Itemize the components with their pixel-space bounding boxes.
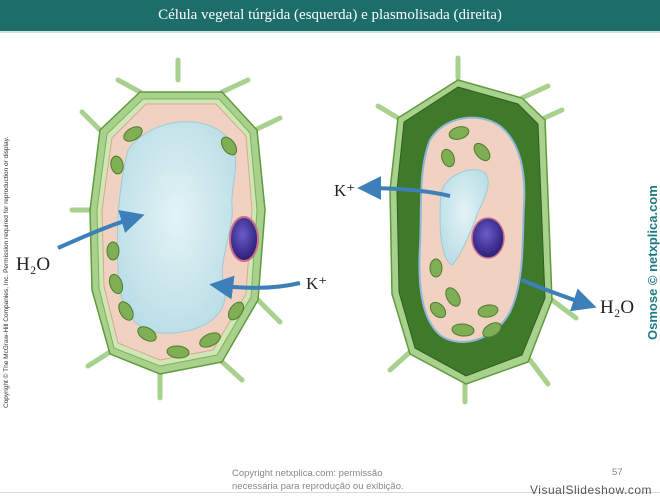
right-k-label: K⁺ [334,181,355,200]
plasmolysed-nucleus [472,218,504,258]
cell-diagram: H₂O K⁺ [0,32,660,462]
footer-copyright-note: Copyright netxplica.com: permissão neces… [232,467,432,493]
watermark-text: VisualSlideshow.com [530,483,652,497]
footer-note-line-1: Copyright netxplica.com: permissão [232,467,432,480]
left-k-label: K⁺ [306,274,327,293]
page-title: Célula vegetal túrgida (esquerda) e plas… [158,7,502,24]
turgid-vacuole [117,122,235,333]
turgid-cell: H₂O K⁺ [16,60,327,398]
title-bar: Célula vegetal túrgida (esquerda) e plas… [0,0,660,33]
left-h2o-label: H₂O [16,254,50,275]
turgid-nucleus [230,217,258,261]
page-number: 57 [612,467,623,478]
right-h2o-label: H₂O [600,297,634,318]
plasmolysed-cell: K⁺ H₂O [334,58,634,402]
